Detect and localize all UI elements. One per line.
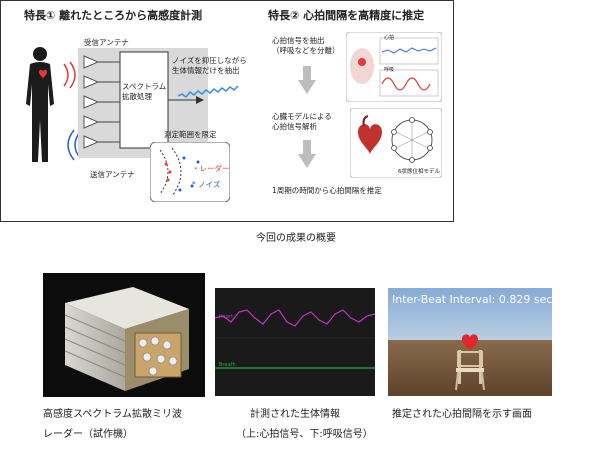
step1-line2: （呼吸などを分離） (272, 46, 340, 55)
signal-plot (215, 309, 375, 369)
range-note: 測定範囲を限定 (164, 130, 217, 139)
heart-signal-label: Heart (219, 314, 233, 320)
signals-caption-2: （上:心拍信号、下:呼吸信号） (236, 429, 373, 440)
radar-photo (43, 273, 205, 397)
signal-graph-panel (346, 32, 442, 102)
heart-signal-line (215, 309, 375, 327)
down-arrow-icon-2 (298, 140, 316, 168)
ibi-caption: 推定された心拍間隔を示す画面 (392, 409, 532, 420)
legend-radar: ・レーダー (192, 164, 230, 173)
person-figure (26, 47, 54, 162)
heart-model-panel (350, 108, 442, 178)
processing-label-2: 拡散処理 (122, 92, 152, 101)
step3-text: 1周期の時間から心拍間隔を推定 (272, 186, 382, 195)
overview-diagram: 特長① 離れたところから高感度計測 受信アンテナ (0, 0, 454, 222)
radar-device-image (64, 287, 189, 391)
feature1-title: 特長① 離れたところから高感度計測 (24, 9, 203, 22)
step2-line2: 心拍信号解析 (272, 122, 317, 131)
receiver-block (78, 48, 208, 158)
radar-caption-2: レーダー（試作機） (43, 429, 133, 440)
graph2-label: 呼吸 (384, 67, 395, 73)
step1-line1: 心拍信号を抽出 (272, 36, 325, 45)
radar-caption-1: 高感度スペクトラム拡散ミリ波 (43, 409, 182, 420)
ibi-screen: Inter-Beat Interval: 0.829 sec (388, 288, 552, 396)
range-plot (150, 142, 230, 202)
ibi-overlay-text: Inter-Beat Interval: 0.829 sec (392, 293, 552, 306)
extracted-signal-icon (178, 85, 239, 99)
breath-signal-label: Breath (219, 362, 236, 368)
chair-with-heart (455, 334, 485, 391)
down-arrow-icon (298, 66, 316, 94)
legend-noise: * ノイズ (192, 180, 221, 189)
processing-label-1: スペクトラム (122, 82, 167, 91)
noise-note-1: ノイズを抑圧しながら (172, 56, 247, 65)
graph1-label: 心拍 (384, 35, 395, 41)
sky (388, 288, 552, 340)
rx-antenna-label: 受信アンテナ (84, 38, 129, 47)
reflected-wave-icon (63, 61, 76, 89)
tx-antenna-label: 送信アンテナ (90, 170, 135, 179)
model-label: 6状態位相モデル (398, 169, 440, 175)
feature2-title: 特長② 心拍間隔を高精度に推定 (268, 9, 425, 22)
noise-note-2: 生体情報だけを抽出 (172, 66, 240, 75)
overview-caption: 今回の成果の概要 (256, 233, 336, 244)
step2-line1: 心臓モデルによる (272, 112, 332, 121)
signals-screen: Heart Breath (215, 288, 375, 396)
signals-caption-1: 計測された生体情報 (250, 409, 340, 420)
